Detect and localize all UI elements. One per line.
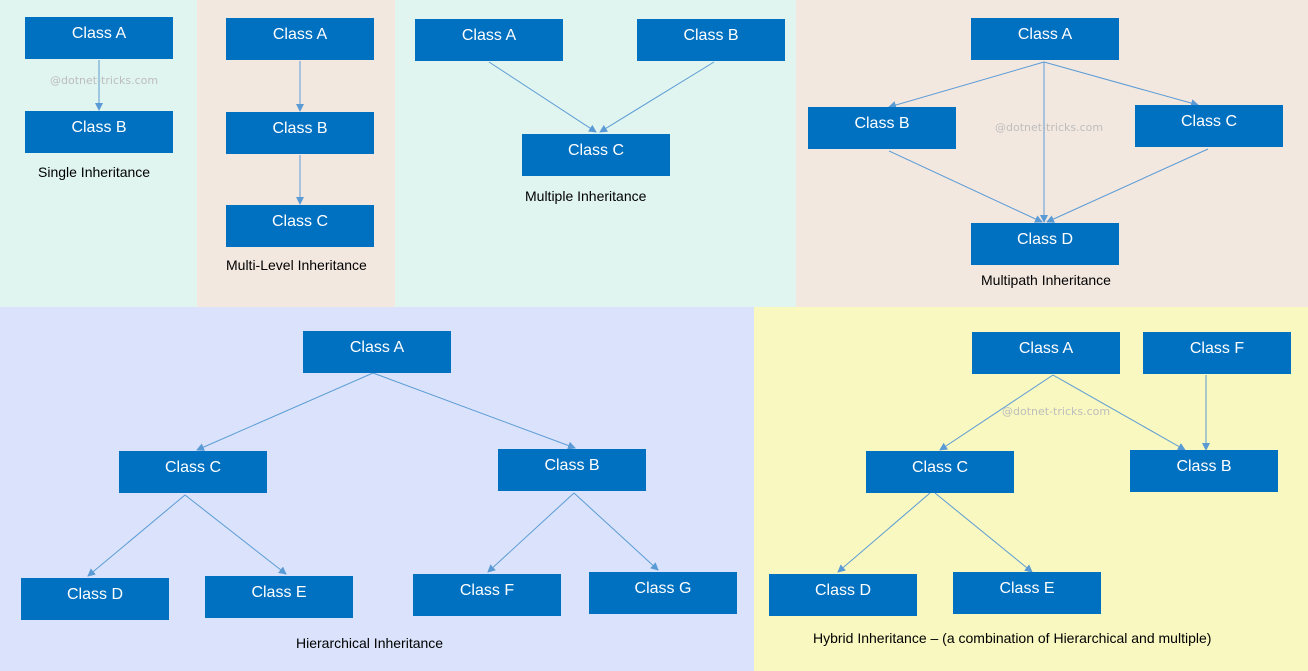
hybrid-inheritance-caption: Hybrid Inheritance – (a combination of H… xyxy=(813,630,1212,646)
multiple-inheritance-caption: Multiple Inheritance xyxy=(525,188,647,204)
hierarchical-class-e-box: Class E xyxy=(205,576,353,618)
hybrid-class-d-box: Class D xyxy=(769,574,917,616)
watermark: @dotnet-tricks.com xyxy=(50,74,159,87)
multipath-class-c-box: Class C xyxy=(1135,105,1283,147)
single-inheritance-caption: Single Inheritance xyxy=(38,164,151,180)
multiple-class-c-box: Class C xyxy=(522,134,670,176)
hierarchical-class-f-box: Class F xyxy=(413,574,561,616)
hierarchical-inheritance-caption: Hierarchical Inheritance xyxy=(296,635,444,651)
hierarchical-class-g-box: Class G xyxy=(589,572,737,614)
single-class-a-box: Class A xyxy=(25,17,173,59)
watermark: @dotnet-tricks.com xyxy=(995,121,1104,134)
multilevel-inheritance-caption: Multi-Level Inheritance xyxy=(226,257,367,273)
multilevel-class-c-box: Class C xyxy=(226,205,374,247)
multipath-inheritance-caption: Multipath Inheritance xyxy=(981,272,1111,288)
multipath-class-a-box: Class A xyxy=(971,18,1119,60)
hierarchical-class-c-box: Class C xyxy=(119,451,267,493)
hybrid-class-c-box: Class C xyxy=(866,451,1014,493)
multilevel-class-b-box: Class B xyxy=(226,112,374,154)
hybrid-class-a-box: Class A xyxy=(972,332,1120,374)
multipath-class-b-box: Class B xyxy=(808,107,956,149)
hybrid-class-e-box: Class E xyxy=(953,572,1101,614)
multiple-class-b-box: Class B xyxy=(637,19,785,61)
watermark: @dotnet-tricks.com xyxy=(1002,405,1111,418)
single-class-b-box: Class B xyxy=(25,111,173,153)
hierarchical-class-b-box: Class B xyxy=(498,449,646,491)
hierarchical-class-a-box: Class A xyxy=(303,331,451,373)
hybrid-class-b-box: Class B xyxy=(1130,450,1278,492)
hierarchical-class-d-box: Class D xyxy=(21,578,169,620)
multiple-class-a-box: Class A xyxy=(415,19,563,61)
hybrid-class-f-box: Class F xyxy=(1143,332,1291,374)
multilevel-class-a-box: Class A xyxy=(226,18,374,60)
multipath-class-d-box: Class D xyxy=(971,223,1119,265)
